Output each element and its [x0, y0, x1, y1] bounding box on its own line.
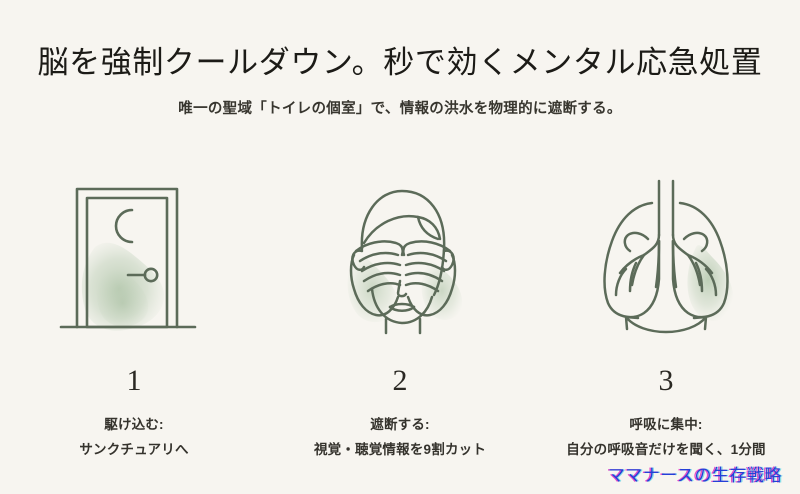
- step-2-label-secondary: 視覚・聴覚情報を9割カット: [313, 442, 487, 457]
- neck-outline: [384, 317, 422, 335]
- head-outline: [360, 189, 446, 297]
- breathing-arrow: [624, 315, 708, 333]
- brand-watermark: ママナースの生存戦略: [607, 466, 782, 485]
- branch-left-center: [654, 239, 661, 288]
- branch-left-4: [614, 267, 628, 296]
- branch-left-3: [628, 261, 638, 292]
- finger-right-4: [404, 282, 440, 293]
- step-3-label-secondary: 自分の呼吸音だけを聞く、1分間: [566, 442, 766, 457]
- watercolor-wash-inner: [97, 267, 149, 327]
- arrowhead-left: [624, 315, 640, 330]
- step-3-number: 3: [658, 364, 674, 397]
- hand-left-outline: [349, 253, 400, 317]
- branch-right-center: [671, 239, 678, 288]
- finger-left-4: [366, 282, 402, 293]
- jaw-outline: [370, 287, 434, 325]
- step-1-icon-wrap: [49, 172, 219, 342]
- finger-right-2: [404, 261, 446, 273]
- hair-part: [416, 215, 440, 241]
- hand-right: [402, 240, 457, 317]
- page-subtitle: 唯一の聖域「トイレの個室」で、情報の洪水を物理的に遮断する。: [178, 100, 622, 117]
- finger-right-1: [406, 251, 448, 263]
- step-3-icon-wrap: [581, 172, 751, 342]
- step-2-icon-wrap: [315, 172, 485, 342]
- step-item-2: 2 遮断する: 視覚・聴覚情報を9割カット: [267, 172, 533, 458]
- bronchus-left-main: [642, 233, 661, 256]
- breathing-arc: [624, 315, 708, 333]
- mouth-lower: [388, 305, 416, 312]
- step-2-number: 2: [392, 364, 408, 397]
- branch-left-upper: [623, 231, 650, 252]
- finger-left-1: [358, 251, 400, 263]
- lung-right-outline: [671, 201, 729, 318]
- bronchus-right-main: [671, 233, 690, 256]
- hand-right-top: [402, 240, 452, 257]
- branch-right-2: [686, 253, 702, 286]
- step-item-1: 1 駆け込む: サンクチュアリへ: [1, 172, 267, 458]
- moon-icon: [114, 208, 134, 244]
- steps-row: 1 駆け込む: サンクチュアリへ: [0, 172, 800, 458]
- hairline: [362, 214, 442, 245]
- step-2-label-primary: 遮断する:: [370, 417, 430, 432]
- step-3-label-primary: 呼吸に集中:: [629, 417, 703, 432]
- step-item-3: 3 呼吸に集中: 自分の呼吸音だけを聞く、1分間: [533, 172, 799, 458]
- branch-right-upper: [682, 231, 709, 252]
- branch-left-2: [630, 253, 646, 286]
- nose: [396, 279, 408, 298]
- branch-right-3: [694, 261, 704, 292]
- branch-right-1: [686, 253, 714, 274]
- lungs-breathing-icon: [603, 179, 734, 333]
- arrowhead-right: [692, 315, 708, 330]
- step-1-label-secondary: サンクチュアリへ: [79, 442, 189, 457]
- step-1-number: 1: [126, 364, 142, 397]
- finger-left-2: [360, 261, 402, 273]
- mouth-upper: [388, 302, 416, 309]
- step-1-label-primary: 駆け込む:: [104, 417, 164, 432]
- page-title: 脳を強制クールダウン。秒で効くメンタル応急処置: [37, 45, 763, 80]
- hand-right-outline: [406, 253, 457, 317]
- finger-left-3: [362, 271, 402, 283]
- watercolor-wash: [687, 244, 734, 321]
- lung-left-outline: [603, 201, 661, 318]
- doorknob-icon: [126, 267, 159, 283]
- finger-right-3: [404, 271, 444, 283]
- face-covering-eyes-icon: [347, 189, 463, 335]
- door-with-moon-icon: [59, 187, 197, 331]
- header: 脳を強制クールダウン。秒で効くメンタル応急処置 唯一の聖域「トイレの個室」で、情…: [0, 0, 800, 118]
- branch-left-1: [618, 253, 646, 274]
- branch-right-4: [704, 267, 718, 296]
- door-frame: [75, 187, 179, 329]
